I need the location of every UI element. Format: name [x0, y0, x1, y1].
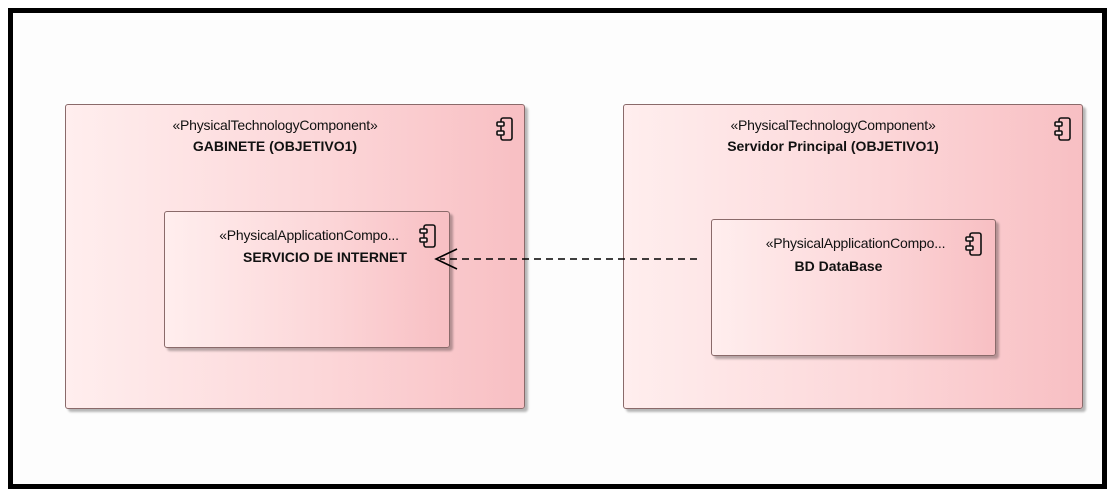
component-icon — [1054, 117, 1071, 141]
component-icon — [965, 232, 982, 256]
component-icon — [419, 224, 436, 248]
node-name: Servidor Principal (OBJETIVO1) — [727, 138, 939, 154]
node-stereotype: «PhysicalTechnologyComponent» — [172, 117, 378, 133]
node-bd-database[interactable]: «PhysicalApplicationCompo... BD DataBase — [711, 219, 996, 356]
node-servidor-principal[interactable]: «PhysicalTechnologyComponent» Servidor P… — [623, 104, 1083, 409]
node-servicio-internet[interactable]: «PhysicalApplicationCompo... SERVICIO DE… — [164, 211, 450, 348]
node-name: BD DataBase — [794, 258, 883, 274]
node-stereotype: «PhysicalTechnologyComponent» — [730, 117, 936, 133]
component-icon — [496, 117, 513, 141]
node-name: SERVICIO DE INTERNET — [243, 249, 407, 265]
node-gabinete[interactable]: «PhysicalTechnologyComponent» GABINETE (… — [65, 104, 525, 409]
node-stereotype: «PhysicalApplicationCompo... — [219, 227, 399, 243]
node-name: GABINETE (OBJETIVO1) — [192, 138, 358, 154]
diagram-frame: «PhysicalTechnologyComponent» GABINETE (… — [8, 8, 1107, 489]
node-stereotype: «PhysicalApplicationCompo... — [765, 235, 946, 251]
